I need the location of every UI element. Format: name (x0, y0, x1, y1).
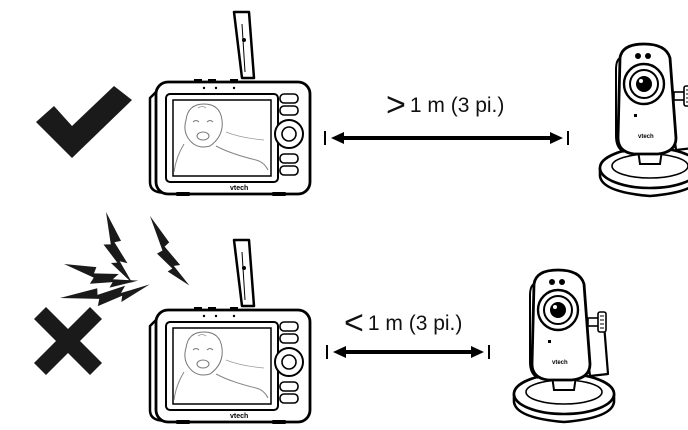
svg-text:vtech: vtech (552, 360, 568, 366)
svg-text:vtech: vtech (230, 185, 248, 192)
svg-text:vtech: vtech (230, 413, 248, 420)
distance-arrow-incorrect (326, 345, 490, 359)
monitor-correct (148, 10, 312, 198)
monitor-brand-incorrect: vtech (230, 413, 248, 420)
cross-icon (34, 307, 102, 375)
distance-label-correct: >1 m (3 pi.) (386, 86, 504, 125)
greater-than-symbol: > (386, 86, 406, 124)
camera-correct (598, 42, 688, 198)
camera-brand-correct: vtech (638, 134, 654, 140)
lightning-bolts-icon (60, 211, 190, 325)
distance-label-incorrect: <1 m (3 pi.) (344, 304, 462, 343)
distance-arrow-correct (324, 131, 569, 145)
checkmark-icon (36, 86, 132, 158)
camera-incorrect (512, 268, 616, 424)
distance-value-correct: 1 m (3 pi.) (409, 94, 505, 117)
distance-value-incorrect: 1 m (3 pi.) (367, 312, 463, 335)
monitor-brand-correct: vtech (230, 185, 248, 192)
camera-brand-incorrect: vtech (552, 360, 568, 366)
svg-text:vtech: vtech (638, 134, 654, 140)
less-than-symbol: < (344, 304, 364, 342)
